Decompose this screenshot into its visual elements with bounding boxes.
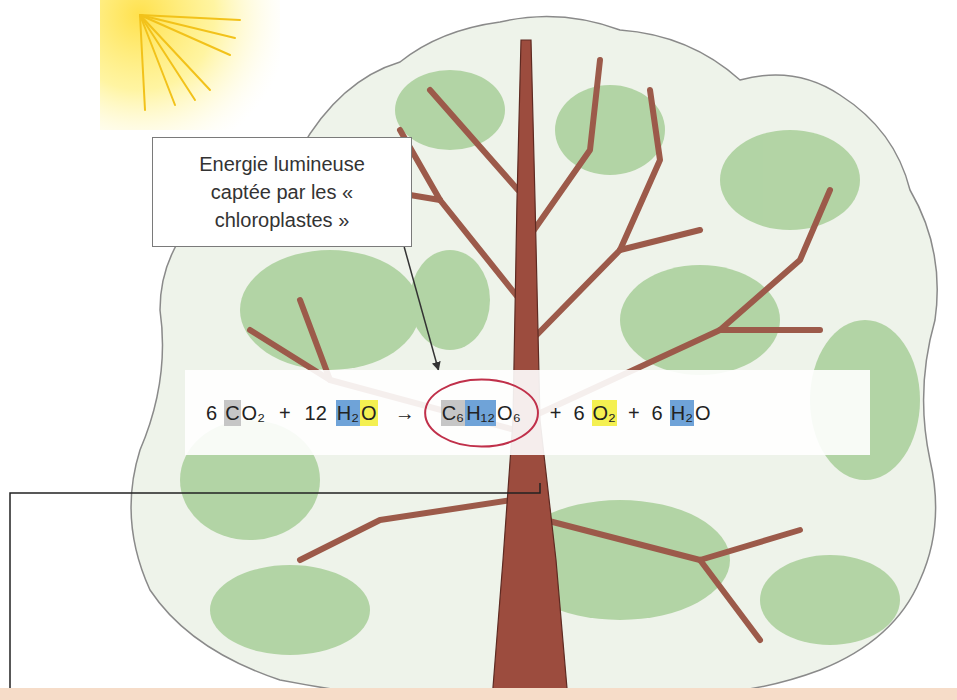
- formula-term: →: [394, 400, 416, 426]
- formula-term: 6: [651, 400, 664, 426]
- formula-term: 6: [572, 400, 585, 426]
- bottom-strip: [0, 688, 957, 700]
- formula-term: O: [360, 400, 378, 426]
- formula-term: +: [627, 400, 641, 426]
- glucose-ellipse: C₆H₁₂O₆: [424, 378, 539, 448]
- formula-term: H₁₂: [465, 400, 496, 426]
- formula-term: H₂: [336, 400, 360, 426]
- formula-term: C: [224, 400, 240, 426]
- arrow-connector: [404, 247, 438, 370]
- sun-rays: [140, 15, 240, 110]
- foliage-outline: [131, 17, 937, 700]
- formula-term: O₂: [592, 400, 617, 426]
- formula-term: O: [694, 400, 712, 426]
- formula-term: 12: [304, 400, 328, 426]
- formula-term: O₂: [241, 400, 266, 426]
- formula-term: 6: [205, 400, 218, 426]
- leader-line: [10, 483, 540, 700]
- sun-glow: [100, 0, 280, 130]
- formula-term: +: [549, 400, 563, 426]
- formula-term: H₂: [670, 400, 694, 426]
- formula-term: O₆: [496, 400, 522, 426]
- formula-term: C₆: [441, 400, 466, 426]
- callout-box: Energie lumineuse captée par les « chlor…: [152, 137, 412, 247]
- equation-band: 6CO₂+12H₂O→C₆H₁₂O₆+6O₂+6H₂O: [185, 370, 870, 455]
- callout-text: Energie lumineuse captée par les « chlor…: [167, 150, 397, 234]
- formula-term: +: [278, 400, 292, 426]
